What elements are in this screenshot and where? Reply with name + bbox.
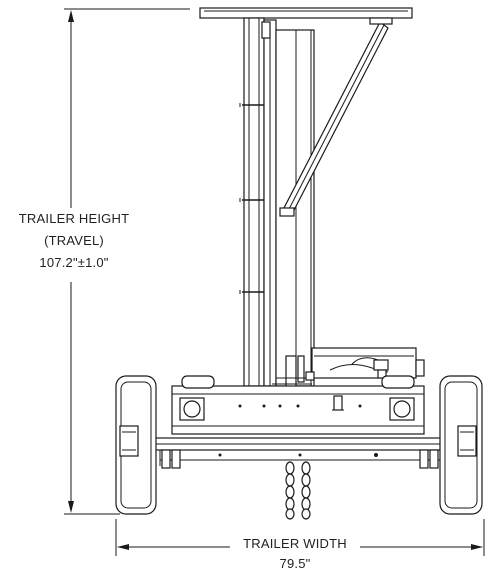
- height-arrow-top: [68, 10, 74, 22]
- solar-panel: [199, 7, 413, 19]
- height-dimension-line: [64, 8, 190, 515]
- trailer-frame: [171, 375, 425, 435]
- axle-assembly: [125, 437, 473, 471]
- left-fender-bracket: [181, 375, 215, 389]
- height-value: 107.2"±1.0": [39, 255, 109, 270]
- main-frame: [171, 385, 425, 435]
- right-hub: [457, 425, 477, 457]
- width-arrow-left: [117, 544, 129, 550]
- height-label-line2: (TRAVEL): [44, 233, 104, 248]
- outer-mast: [243, 17, 265, 387]
- height-arrow-bottom: [68, 501, 74, 513]
- safety-chains: [285, 461, 311, 520]
- width-arrow-right: [471, 544, 483, 550]
- trailer-width-label: TRAILER WIDTH 79.5": [230, 534, 360, 574]
- left-wheel: [115, 375, 157, 515]
- width-label-line1: TRAILER WIDTH: [243, 536, 347, 551]
- mast-assembly: [199, 7, 413, 387]
- height-label-line1: TRAILER HEIGHT: [18, 211, 130, 226]
- left-hub: [119, 425, 139, 457]
- trailer-height-label: TRAILER HEIGHT (TRAVEL) 107.2"±1.0": [0, 208, 148, 274]
- chassis-top: [272, 347, 425, 389]
- battery-box: [311, 347, 417, 379]
- right-wheel: [439, 375, 483, 515]
- width-value: 79.5": [279, 556, 311, 571]
- right-fender-bracket: [381, 375, 415, 389]
- width-dimension-line: [115, 519, 485, 556]
